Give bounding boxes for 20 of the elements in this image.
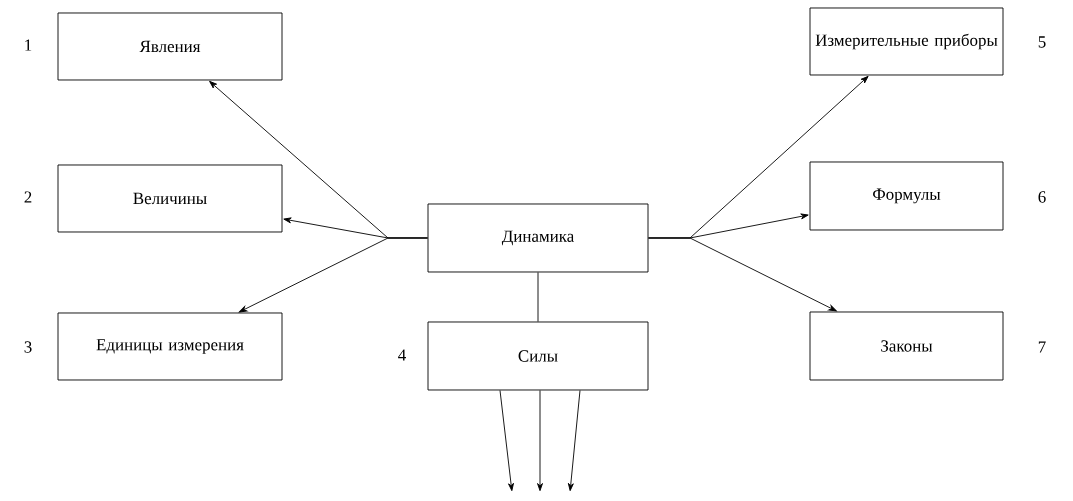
arrow [238, 237, 428, 313]
box-number: 7 [1038, 341, 1046, 353]
concept-box: Явления [57, 12, 283, 81]
box-number: 1 [25, 39, 32, 51]
arrow [648, 237, 837, 312]
box-number: 2 [24, 191, 32, 203]
arrow [537, 390, 543, 492]
box-number: 6 [1038, 191, 1046, 203]
concept-box: Формулы [809, 161, 1004, 231]
box-number: 5 [1038, 36, 1046, 48]
arrow [567, 390, 581, 492]
concept-box: Силы [427, 321, 649, 391]
box-number: 4 [398, 349, 406, 361]
box-number: 3 [24, 341, 32, 353]
concept-box: Динамика [427, 203, 649, 273]
arrow [499, 390, 514, 492]
concept-box: Измерительные приборы [809, 7, 1004, 76]
concept-box: Величины [57, 164, 283, 233]
concept-box: Законы [809, 311, 1004, 381]
concept-box: Единицы измерения [57, 312, 283, 381]
